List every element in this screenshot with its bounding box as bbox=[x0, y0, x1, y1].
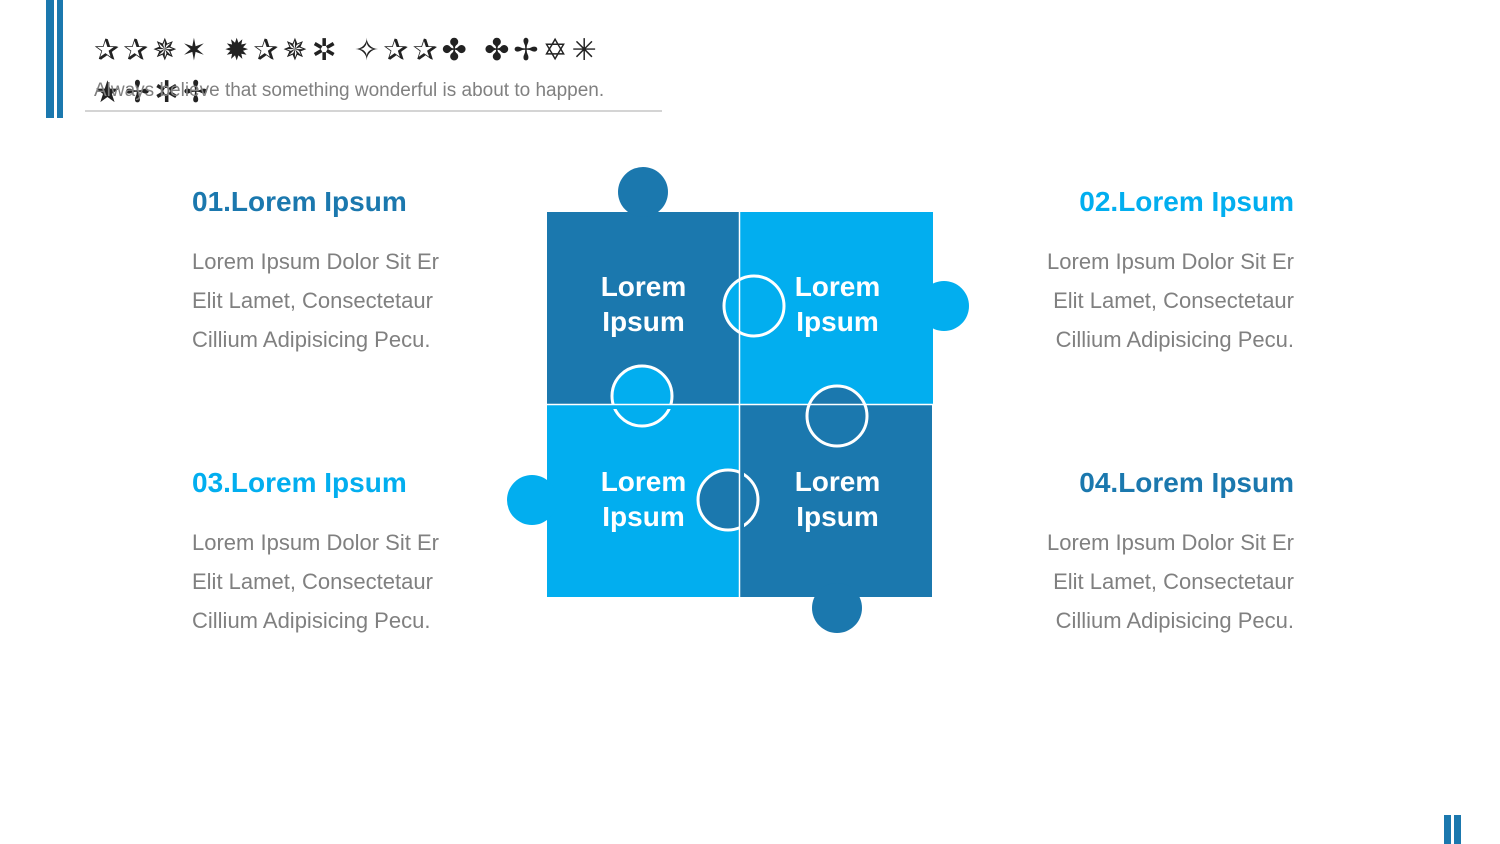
puzzle-piece-2-line2: Ipsum bbox=[796, 306, 879, 337]
page-subtitle: Always believe that something wonderful … bbox=[94, 80, 605, 101]
item-text-line: Cillium Adipisicing Pecu. bbox=[1055, 327, 1294, 352]
item-text-4: Lorem Ipsum Dolor Sit Er Elit Lamet, Con… bbox=[964, 523, 1294, 640]
puzzle-piece-2-label: Lorem Ipsum bbox=[741, 269, 934, 339]
accent-bar-corner-1 bbox=[1444, 815, 1451, 844]
puzzle-piece-3-line2: Ipsum bbox=[602, 501, 685, 532]
page-title: ✰✰✵✶ ✹✰✵✲ ✧✰✰✤ ✤✢✡✳ ★✢✲✢ bbox=[94, 33, 601, 110]
puzzle-piece-4-line1: Lorem bbox=[794, 466, 881, 497]
item-text-line: Elit Lamet, Consectetaur bbox=[192, 288, 433, 313]
puzzle-piece-1-label: Lorem Ipsum bbox=[547, 269, 740, 339]
item-heading-1: 01.Lorem Ipsum bbox=[192, 186, 407, 217]
puzzle-piece-2 bbox=[722, 212, 969, 404]
item-heading-4: 04.Lorem Ipsum bbox=[1079, 467, 1294, 498]
item-text-line: Elit Lamet, Consectetaur bbox=[192, 569, 433, 594]
accent-bar-corner-2 bbox=[1454, 815, 1461, 844]
item-block-2: 02.Lorem Ipsum Lorem Ipsum Dolor Sit Er … bbox=[964, 185, 1294, 359]
item-text-line: Lorem Ipsum Dolor Sit Er bbox=[1047, 530, 1294, 555]
accent-bar-left-2 bbox=[57, 0, 63, 118]
item-text-line: Lorem Ipsum Dolor Sit Er bbox=[192, 530, 439, 555]
puzzle-piece-4 bbox=[696, 384, 932, 633]
item-text-line: Cillium Adipisicing Pecu. bbox=[192, 608, 431, 633]
item-text-line: Elit Lamet, Consectetaur bbox=[1053, 569, 1294, 594]
item-text-line: Lorem Ipsum Dolor Sit Er bbox=[192, 249, 439, 274]
item-text-line: Cillium Adipisicing Pecu. bbox=[192, 327, 431, 352]
item-heading-3: 03.Lorem Ipsum bbox=[192, 467, 407, 498]
item-text-line: Elit Lamet, Consectetaur bbox=[1053, 288, 1294, 313]
item-block-4: 04.Lorem Ipsum Lorem Ipsum Dolor Sit Er … bbox=[964, 466, 1294, 640]
item-heading-2: 02.Lorem Ipsum bbox=[1079, 186, 1294, 217]
puzzle-piece-2-line1: Lorem bbox=[794, 271, 881, 302]
item-text-1: Lorem Ipsum Dolor Sit Er Elit Lamet, Con… bbox=[192, 242, 522, 359]
item-text-2: Lorem Ipsum Dolor Sit Er Elit Lamet, Con… bbox=[964, 242, 1294, 359]
item-text-line: Lorem Ipsum Dolor Sit Er bbox=[1047, 249, 1294, 274]
puzzle-piece-4-line2: Ipsum bbox=[796, 501, 879, 532]
puzzle-piece-4-label: Lorem Ipsum bbox=[741, 464, 934, 534]
item-block-1: 01.Lorem Ipsum Lorem Ipsum Dolor Sit Er … bbox=[192, 185, 522, 359]
puzzle-piece-3-label: Lorem Ipsum bbox=[547, 464, 740, 534]
item-text-3: Lorem Ipsum Dolor Sit Er Elit Lamet, Con… bbox=[192, 523, 522, 640]
title-divider bbox=[85, 110, 662, 112]
puzzle-piece-1-line1: Lorem bbox=[600, 271, 687, 302]
accent-bar-left-1 bbox=[46, 0, 54, 118]
item-text-line: Cillium Adipisicing Pecu. bbox=[1055, 608, 1294, 633]
puzzle-piece-1-line2: Ipsum bbox=[602, 306, 685, 337]
item-block-3: 03.Lorem Ipsum Lorem Ipsum Dolor Sit Er … bbox=[192, 466, 522, 640]
puzzle-piece-3-line1: Lorem bbox=[600, 466, 687, 497]
